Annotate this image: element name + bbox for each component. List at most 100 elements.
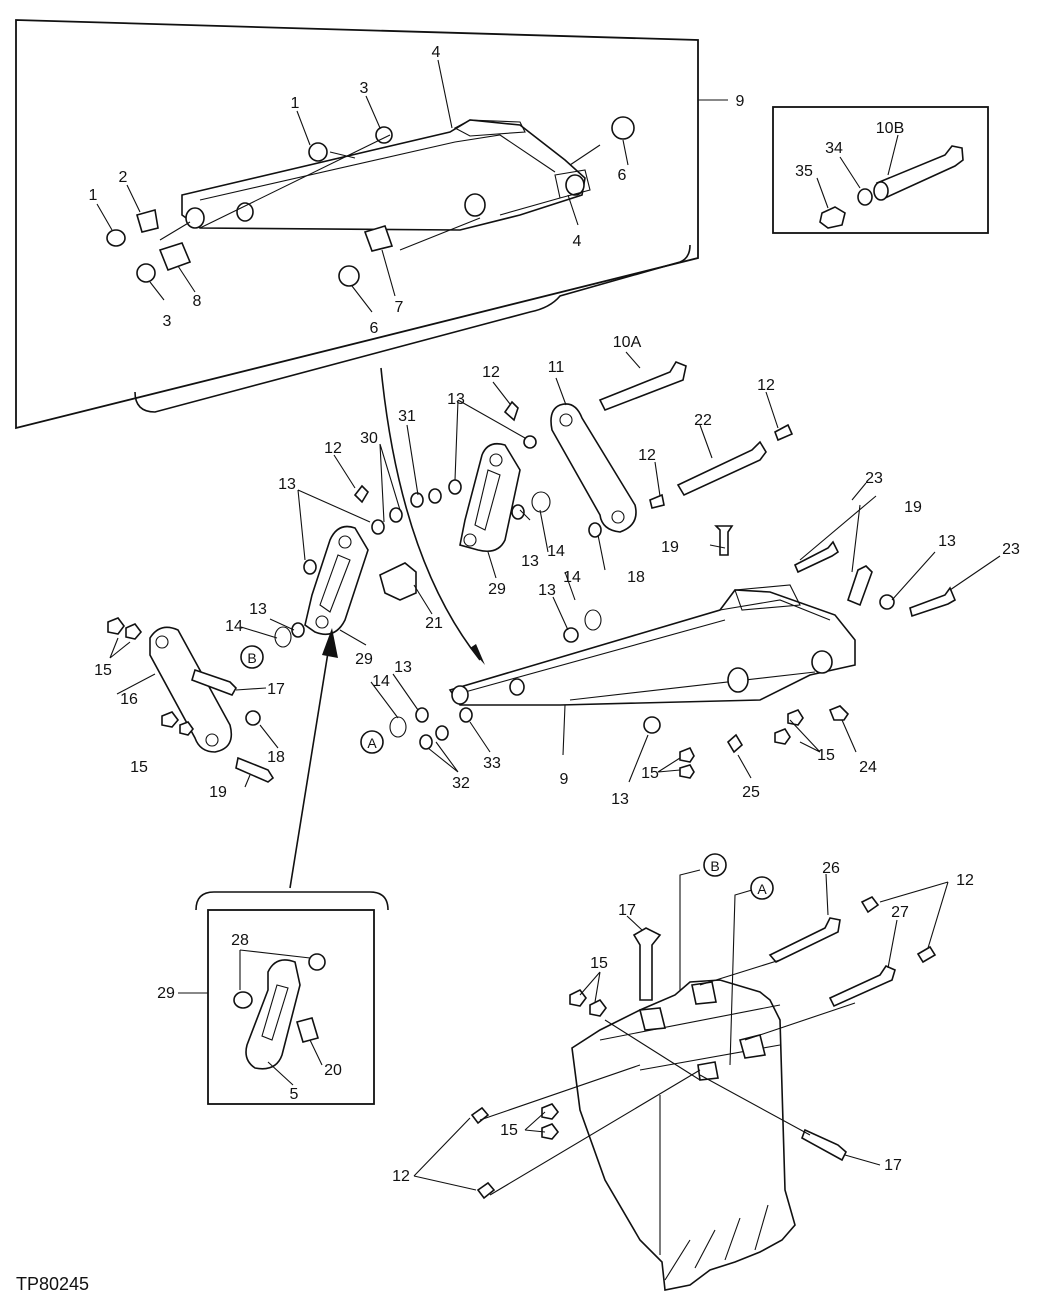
callout-m-19c: 19: [209, 784, 227, 801]
callout-m-13h: 13: [611, 791, 629, 808]
callout-m-18a: 18: [627, 569, 645, 586]
bushing-6-bottom: [338, 265, 360, 287]
callout-m-12c: 12: [324, 440, 342, 457]
marker-a-bucket: [750, 876, 774, 900]
nut-15-bucket-d: [541, 1123, 560, 1140]
callout-m-18b: 18: [267, 749, 285, 766]
marker-b-bucket: [703, 853, 727, 877]
callout-d-29: 29: [157, 985, 175, 1002]
callout-m-23a: 23: [865, 470, 883, 487]
callout-m-17a: 17: [267, 681, 285, 698]
callout-m-29a: 29: [488, 581, 506, 598]
callout-m-22: 22: [694, 412, 712, 429]
bushing-1-left: [106, 229, 126, 247]
callout-m-12a: 12: [482, 364, 500, 381]
callout-m-29b: 29: [355, 651, 373, 668]
callout-m-32: 32: [452, 775, 470, 792]
callout-b-12a: 12: [956, 872, 974, 889]
callout-m-15b: 15: [130, 759, 148, 776]
callout-top-3b: 3: [163, 313, 172, 330]
arm-9: [448, 584, 856, 706]
connection-arrow-arm: [380, 367, 481, 661]
callout-m-13d: 13: [538, 582, 556, 599]
callout-m-14d: 14: [225, 618, 243, 635]
callout-top-7: 7: [395, 299, 404, 316]
pin-10b-detail-box: 10B 34 35: [772, 106, 989, 234]
callout-top-1b: 1: [89, 187, 98, 204]
linkage-assembly: 10A 11 12 13 31 30 12 22 12 12 13 23 19 …: [94, 334, 1020, 808]
callout-box-35: 35: [795, 163, 813, 180]
bucket-assembly: 17 15 26 12 27 15 12 17 B A: [392, 853, 974, 1291]
pin-27: [828, 964, 896, 1008]
bushing-28-left: [233, 991, 253, 1009]
callout-m-13g: 13: [394, 659, 412, 676]
connection-arrow-link-29: [289, 639, 331, 889]
callout-b-27: 27: [891, 904, 909, 921]
link-29-detail-box: 28 29 20 5: [157, 628, 389, 1105]
link-11: [550, 403, 637, 533]
callout-m-12b: 12: [757, 377, 775, 394]
callout-m-16: 16: [120, 691, 138, 708]
marker-b-left-label: B: [247, 650, 256, 666]
bolt-35: [819, 206, 846, 229]
bolt-17-bucket-lower: [801, 1128, 847, 1162]
callout-m-15c: 15: [641, 765, 659, 782]
callout-top-6b: 6: [370, 320, 379, 337]
callout-m-33: 33: [483, 755, 501, 772]
figure-id: TP80245: [16, 1274, 89, 1294]
fitting-12-right: [916, 945, 937, 964]
pin-23-left: [793, 540, 840, 574]
fitting-24: [828, 705, 850, 721]
callout-m-13c: 13: [521, 553, 539, 570]
callout-top-4b: 4: [573, 233, 582, 250]
fitting-12-left-b: [476, 1181, 496, 1200]
bolt-19-left: [235, 756, 275, 783]
callout-m-10a: 10A: [613, 334, 642, 351]
bushing-6-right: [611, 116, 635, 140]
callout-b-17b: 17: [884, 1157, 902, 1174]
pin-26: [768, 917, 841, 963]
bushing-20: [295, 1017, 320, 1043]
bolt-19-right: [847, 565, 873, 607]
callout-m-13b: 13: [278, 476, 296, 493]
callout-m-14a: 14: [547, 543, 565, 560]
callout-m-21: 21: [425, 615, 443, 632]
callout-m-24: 24: [859, 759, 877, 776]
small-washers: [245, 435, 895, 750]
callout-m-30: 30: [360, 430, 378, 447]
nut-15-bucket-b: [589, 998, 607, 1017]
callout-top-4a: 4: [432, 44, 441, 61]
nut-15-bucket-c: [541, 1103, 560, 1120]
bolt-17: [191, 668, 237, 696]
bushing-1-top: [308, 142, 328, 162]
callout-m-14b: 14: [563, 569, 581, 586]
marker-a-left-label: A: [367, 735, 377, 751]
callout-m-19a: 19: [904, 499, 922, 516]
pin-10a: [598, 361, 687, 412]
callout-top-3a: 3: [360, 80, 369, 97]
bolt-17-bucket: [632, 927, 662, 1001]
bushing-3-top: [375, 126, 393, 144]
callout-top-2: 2: [119, 169, 128, 186]
pin-22: [676, 440, 767, 497]
callout-m-25: 25: [742, 784, 760, 801]
callout-b-26: 26: [822, 860, 840, 877]
callout-d-20: 20: [324, 1062, 342, 1079]
callout-m-9: 9: [560, 771, 569, 788]
nuts-15: [107, 617, 804, 779]
callout-d-28: 28: [231, 932, 249, 949]
grease-fittings-12: [353, 400, 794, 754]
bushing-7: [363, 225, 394, 252]
callout-m-13a: 13: [447, 391, 465, 408]
callout-m-14e: 14: [372, 673, 390, 690]
callout-box-10b: 10B: [876, 120, 904, 137]
marker-b-bucket-label: B: [710, 858, 719, 874]
callout-box-34: 34: [825, 140, 843, 157]
callout-m-12d: 12: [638, 447, 656, 464]
bushing-2: [136, 208, 159, 233]
marker-b-left: [240, 645, 264, 669]
bushing-8: [158, 242, 192, 272]
bucket-body: [571, 979, 796, 1291]
bolt-19-center: [714, 525, 734, 556]
